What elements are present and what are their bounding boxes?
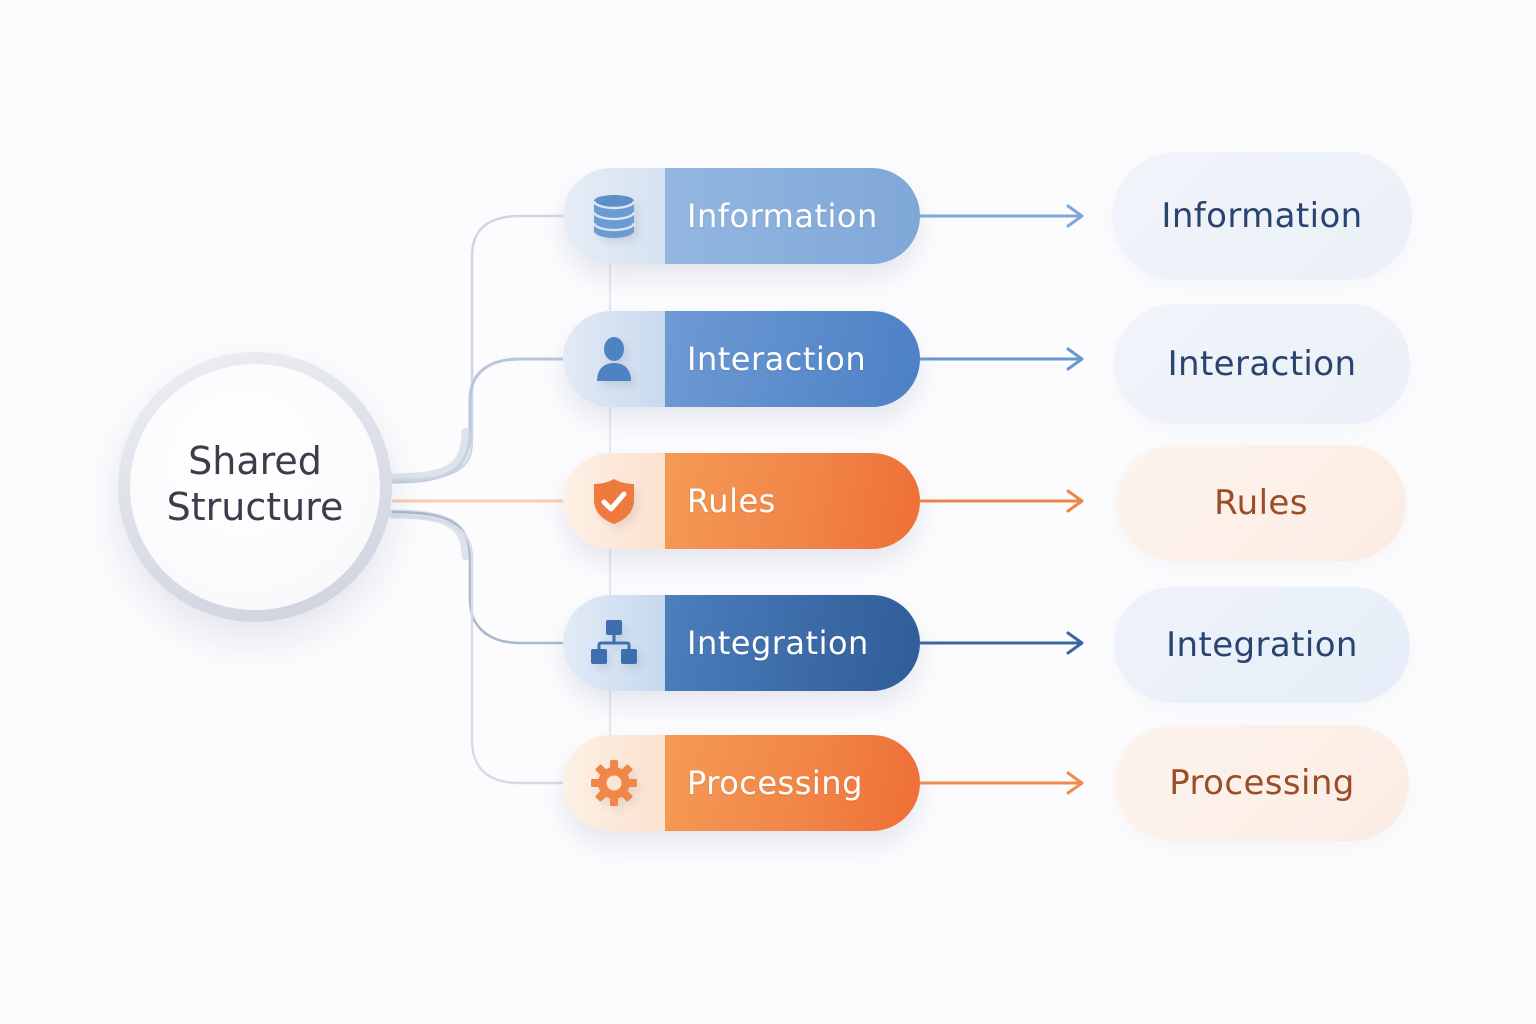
arrow-head-icon <box>1066 489 1084 513</box>
component-pill-information: Information <box>563 168 920 264</box>
outcome-pill-integration: Integration <box>1114 587 1410 703</box>
connector-information <box>391 214 566 482</box>
icon-cell <box>563 168 665 264</box>
arrows-group <box>920 204 1084 795</box>
icon-cell <box>563 595 665 691</box>
hub-inner-circle: Shared Structure <box>130 364 380 610</box>
gear-icon <box>591 760 637 806</box>
component-pill-processing: Processing <box>563 735 920 831</box>
component-label: Information <box>687 197 878 235</box>
connector-interaction-ribbon <box>387 427 471 483</box>
component-label: Processing <box>687 764 863 802</box>
outcome-label: Information <box>1161 196 1363 236</box>
connector-interaction <box>391 357 566 484</box>
connector-integration <box>391 510 566 645</box>
user-icon <box>597 337 631 381</box>
shared-structure-hub: Shared Structure <box>118 352 392 622</box>
hub-label-line2: Structure <box>166 485 344 529</box>
connector-processing <box>391 514 566 785</box>
outcome-label: Rules <box>1214 483 1308 523</box>
icon-cell <box>563 453 665 549</box>
arrow-head-icon <box>1066 771 1084 795</box>
hub-label-line1: Shared <box>188 439 322 483</box>
label-cell: Processing <box>665 735 920 831</box>
arrow-head-icon <box>1066 631 1084 655</box>
component-label: Integration <box>687 624 869 662</box>
outcome-pill-interaction: Interaction <box>1114 304 1410 424</box>
component-pill-integration: Integration <box>563 595 920 691</box>
component-label: Rules <box>687 482 776 520</box>
label-cell: Integration <box>665 595 920 691</box>
outcome-pill-processing: Processing <box>1115 725 1409 841</box>
database-icon <box>592 195 636 238</box>
outcome-label: Integration <box>1166 625 1358 665</box>
label-cell: Rules <box>665 453 920 549</box>
outcome-label: Interaction <box>1167 344 1357 384</box>
connector-integration-ribbon <box>387 509 471 561</box>
component-pill-rules: Rules <box>563 453 920 549</box>
hub-label: Shared Structure <box>167 438 344 530</box>
component-pill-interaction: Interaction <box>563 311 920 407</box>
icon-cell <box>563 311 665 407</box>
arrow-head-icon <box>1066 204 1084 228</box>
hierarchy-icon <box>591 620 637 664</box>
arrow-head-icon <box>1066 347 1084 371</box>
outcome-pill-information: Information <box>1112 152 1412 280</box>
outcome-label: Processing <box>1169 763 1355 803</box>
outcome-pill-rules: Rules <box>1116 445 1406 561</box>
label-cell: Interaction <box>665 311 920 407</box>
component-label: Interaction <box>687 340 867 378</box>
icon-cell <box>563 735 665 831</box>
shield-check-icon <box>594 479 634 524</box>
label-cell: Information <box>665 168 920 264</box>
